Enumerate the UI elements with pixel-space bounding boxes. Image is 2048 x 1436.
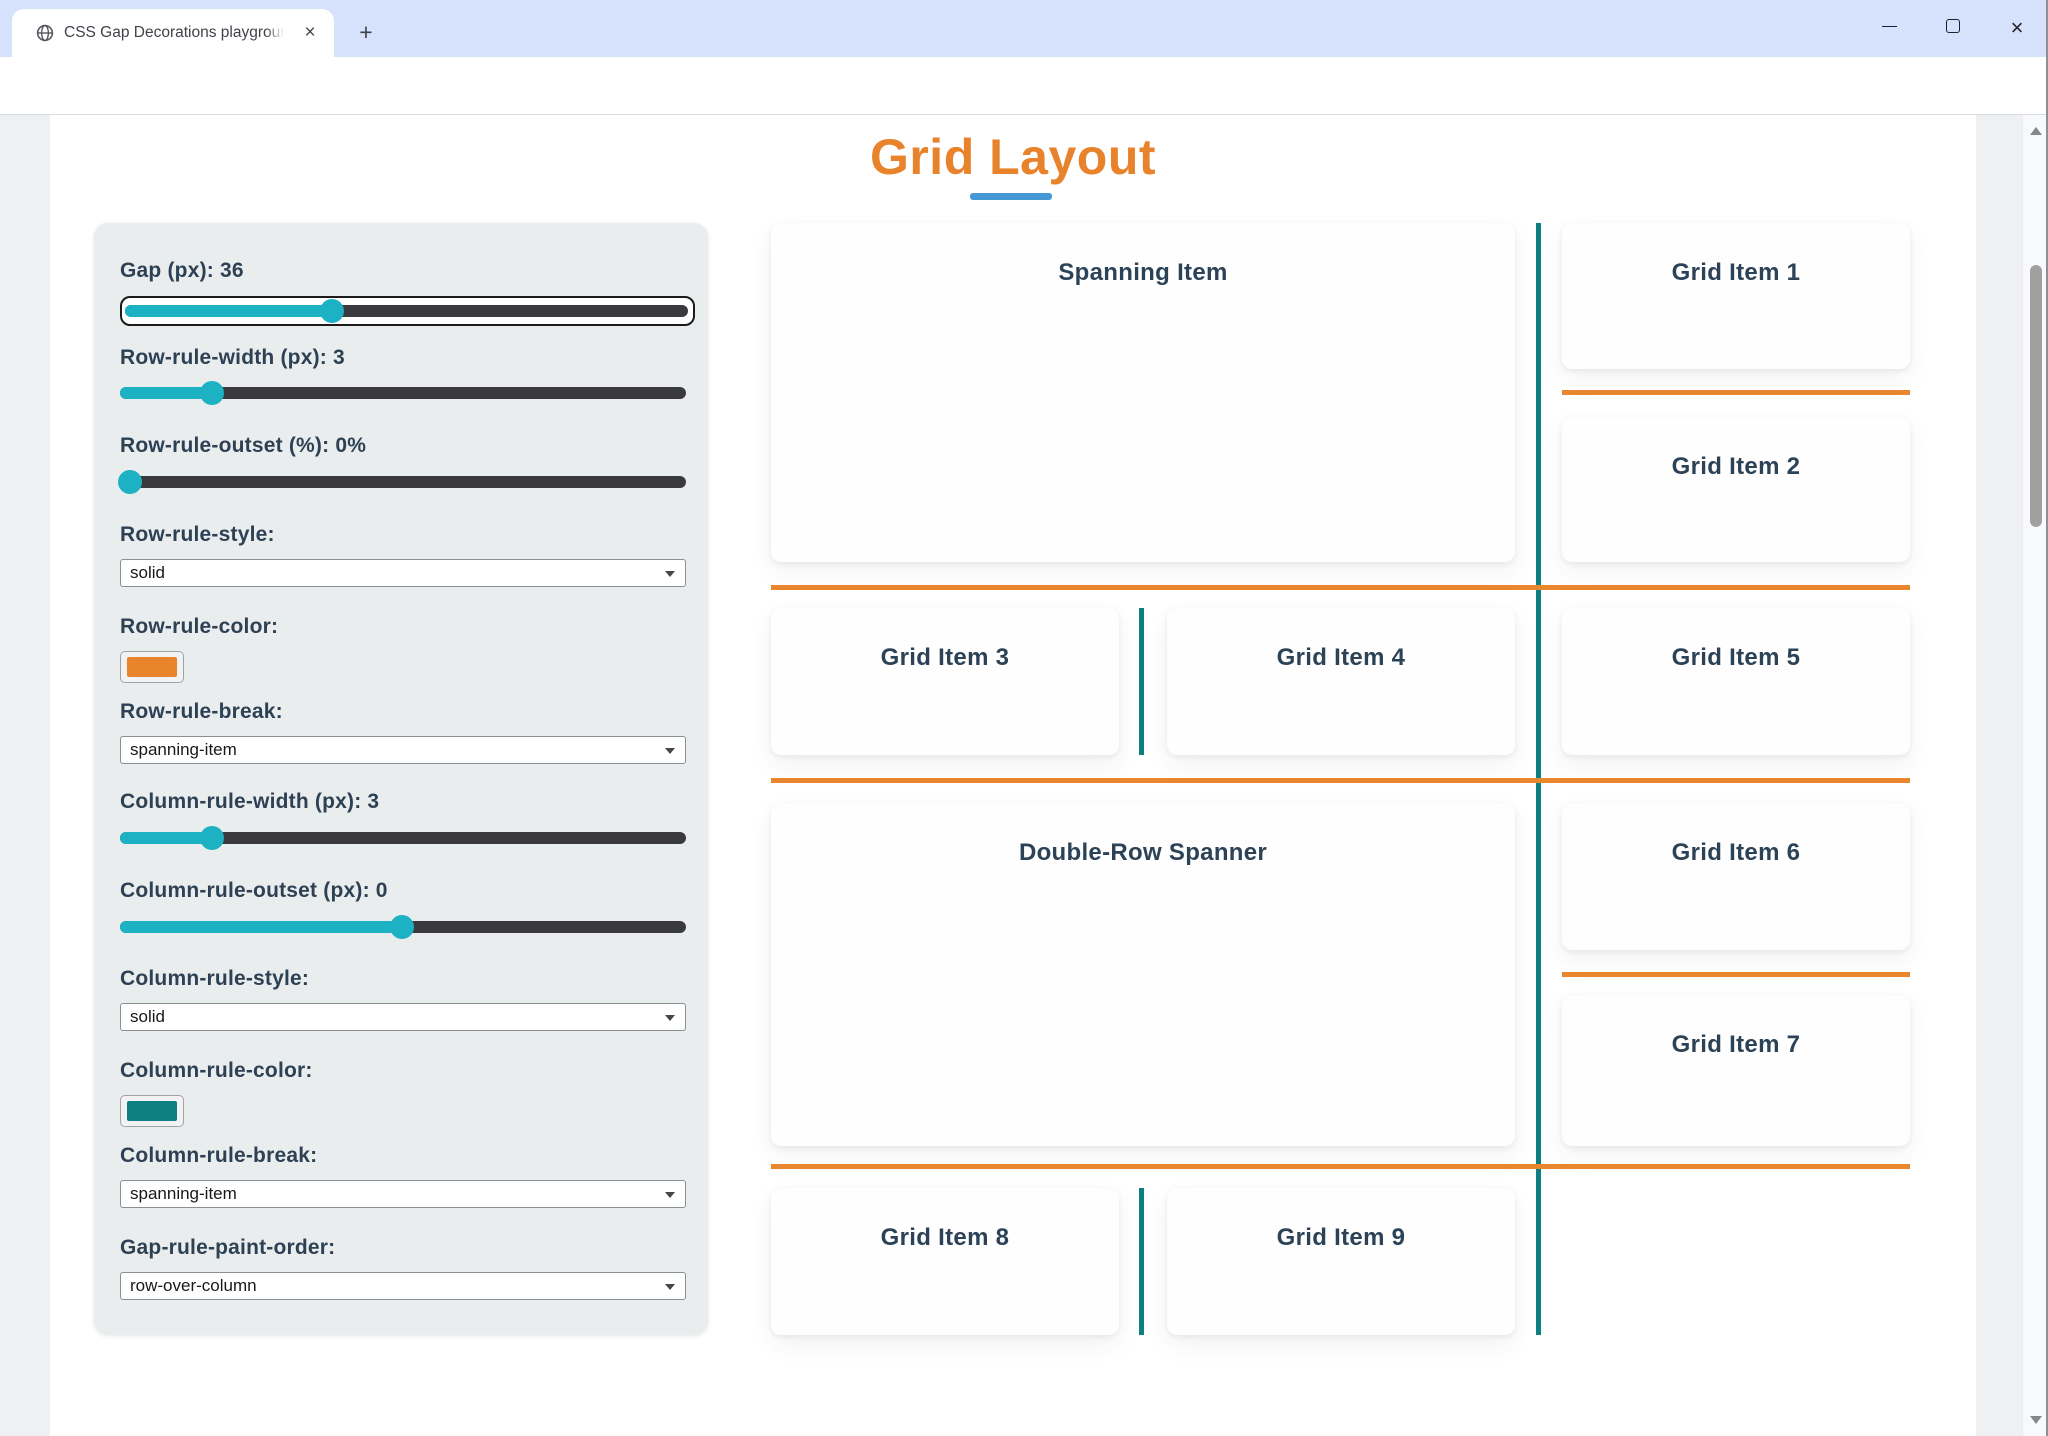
column-rule-width-label: Column-rule-width (px): 3 [120, 790, 380, 813]
title-underline [970, 193, 1052, 200]
scrollbar-down-arrow-icon[interactable] [2030, 1416, 2042, 1424]
grid-item-6: Grid Item 6 [1562, 803, 1910, 950]
row-rule-style-select[interactable]: solid [120, 559, 686, 587]
grid-item-3: Grid Item 3 [771, 608, 1119, 755]
gap-slider-label: Gap (px): 36 [120, 259, 244, 282]
grid-item-2: Grid Item 2 [1562, 417, 1910, 562]
row-rule-full-1 [771, 585, 1910, 590]
column-rule-outset-slider[interactable] [120, 915, 686, 939]
column-rule-style-select[interactable]: solid [120, 1003, 686, 1031]
slider-fill [125, 299, 345, 323]
slider-fill [120, 826, 225, 850]
grid-layout-demo: Spanning Item Grid Item 1 Grid Item 2 Gr… [771, 223, 1910, 1335]
slider-fill [120, 915, 414, 939]
column-rule-color-chip [127, 1101, 177, 1121]
slider-track[interactable] [120, 476, 686, 488]
column-rule-segment-row4 [1139, 1188, 1144, 1335]
gap-slider-focus-ring [120, 296, 695, 326]
column-rule-color-label: Column-rule-color: [120, 1059, 313, 1082]
grid-item-1: Grid Item 1 [1562, 223, 1910, 369]
row-rule-color-picker[interactable] [120, 651, 184, 683]
globe-favicon-icon [36, 24, 54, 42]
browser-toolbar: ← → ↻ microsoftedge.github.io/Demos/css-… [0, 57, 2048, 160]
slider-thumb[interactable] [390, 915, 414, 939]
row-rule-color-chip [127, 657, 177, 677]
grid-item-8: Grid Item 8 [771, 1188, 1119, 1335]
row-rule-style-label: Row-rule-style: [120, 523, 275, 546]
row-rule-break-select[interactable]: spanning-item [120, 736, 686, 764]
new-tab-button[interactable]: + [359, 19, 373, 45]
column-rule-segment-row2 [1139, 608, 1144, 755]
tab-title-fade [266, 21, 292, 47]
row-rule-short-2 [1562, 972, 1910, 977]
grid-item-7: Grid Item 7 [1562, 995, 1910, 1146]
vertical-scrollbar[interactable] [2022, 115, 2048, 1436]
browser-tab[interactable]: CSS Gap Decorations playgroun × [12, 9, 334, 57]
grid-item-double-row-spanner: Double-Row Spanner [771, 803, 1515, 1146]
controls-sidebar: Gap (px): 36 Row-rule-width (px): 3 Row-… [94, 223, 708, 1335]
column-rule-break-label: Column-rule-break: [120, 1144, 318, 1167]
row-rule-color-label: Row-rule-color: [120, 615, 279, 638]
browser-tab-strip: CSS Gap Decorations playgroun × + × [0, 0, 2048, 57]
column-rule-width-slider[interactable] [120, 826, 686, 850]
row-rule-width-slider[interactable] [120, 381, 686, 405]
row-rule-break-label: Row-rule-break: [120, 700, 283, 723]
row-rule-full-2 [771, 778, 1910, 783]
slider-track[interactable] [120, 387, 686, 399]
slider-thumb[interactable] [118, 470, 143, 494]
slider-thumb[interactable] [200, 381, 225, 405]
slider-fill [118, 470, 143, 494]
grid-item-spanning: Spanning Item [771, 223, 1515, 562]
row-rule-short-1 [1562, 390, 1910, 395]
scrollbar-thumb[interactable] [2030, 265, 2042, 527]
tab-close-icon[interactable]: × [304, 22, 316, 43]
grid-item-5: Grid Item 5 [1562, 608, 1910, 755]
window-minimize-button[interactable] [1866, 0, 1912, 57]
row-rule-full-3 [771, 1164, 1910, 1169]
gap-rule-paint-order-select[interactable]: row-over-column [120, 1272, 686, 1300]
column-rule-color-picker[interactable] [120, 1095, 184, 1127]
window-right-edge [2046, 0, 2048, 1436]
row-rule-outset-label: Row-rule-outset (%): 0% [120, 434, 367, 457]
slider-thumb[interactable] [320, 299, 345, 323]
column-rule-style-label: Column-rule-style: [120, 967, 310, 990]
grid-item-9: Grid Item 9 [1167, 1188, 1515, 1335]
window-close-button[interactable]: × [2010, 15, 2024, 40]
page-title: Grid Layout [869, 129, 1157, 185]
slider-track[interactable] [120, 832, 686, 844]
tab-title: CSS Gap Decorations playgroun [64, 24, 289, 41]
scrollbar-up-arrow-icon[interactable] [2030, 127, 2042, 135]
slider-thumb[interactable] [200, 826, 225, 850]
grid-item-4: Grid Item 4 [1167, 608, 1515, 755]
column-rule-break-select[interactable]: spanning-item [120, 1180, 686, 1208]
gap-slider[interactable] [125, 299, 688, 323]
window-maximize-button[interactable] [1930, 0, 1976, 57]
row-rule-outset-slider[interactable] [118, 470, 686, 494]
gap-rule-paint-order-label: Gap-rule-paint-order: [120, 1236, 336, 1259]
row-rule-width-label: Row-rule-width (px): 3 [120, 346, 345, 369]
column-rule-outset-label: Column-rule-outset (px): 0 [120, 879, 388, 902]
slider-fill [120, 381, 225, 405]
